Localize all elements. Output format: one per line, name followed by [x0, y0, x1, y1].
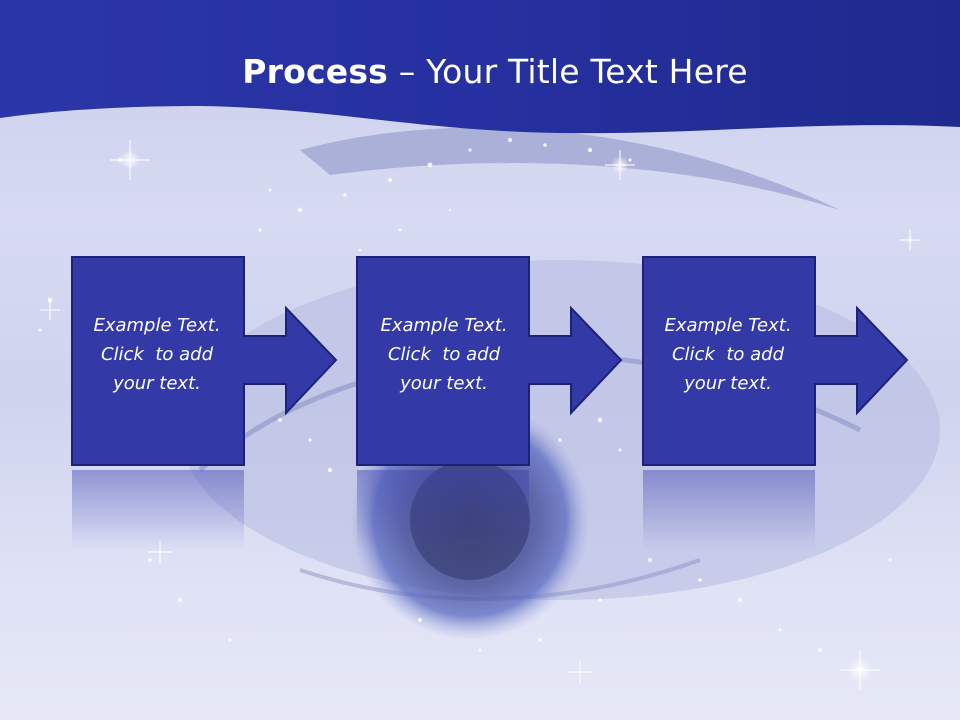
step-2-line-2: Click to add: [387, 344, 500, 365]
process-step-1[interactable]: [71, 256, 338, 550]
step-3-arrow-shape: [642, 256, 909, 466]
step-1-line-2: Click to add: [100, 344, 213, 365]
step-2-line-3: your text.: [400, 373, 488, 394]
process-step-3[interactable]: [642, 256, 909, 550]
step-2-line-1: Example Text.: [380, 315, 508, 336]
step-3-text[interactable]: Example Text. Click to add your text.: [643, 311, 813, 398]
step-3-line-1: Example Text.: [664, 315, 792, 336]
step-2-arrow-shape: [356, 256, 623, 466]
step-3-line-3: your text.: [684, 373, 772, 394]
slide-title: Process – Your Title Text Here: [0, 52, 960, 91]
step-1-line-3: your text.: [113, 373, 201, 394]
step-1-text[interactable]: Example Text. Click to add your text.: [72, 311, 242, 398]
step-2-text[interactable]: Example Text. Click to add your text.: [359, 311, 529, 398]
step-1-arrow-shape: [71, 256, 338, 466]
process-step-2[interactable]: [356, 256, 623, 550]
step-3-line-2: Click to add: [671, 344, 784, 365]
step-1-line-1: Example Text.: [93, 315, 221, 336]
title-bold: Process: [242, 52, 389, 91]
title-rest: – Your Title Text Here: [388, 52, 748, 91]
